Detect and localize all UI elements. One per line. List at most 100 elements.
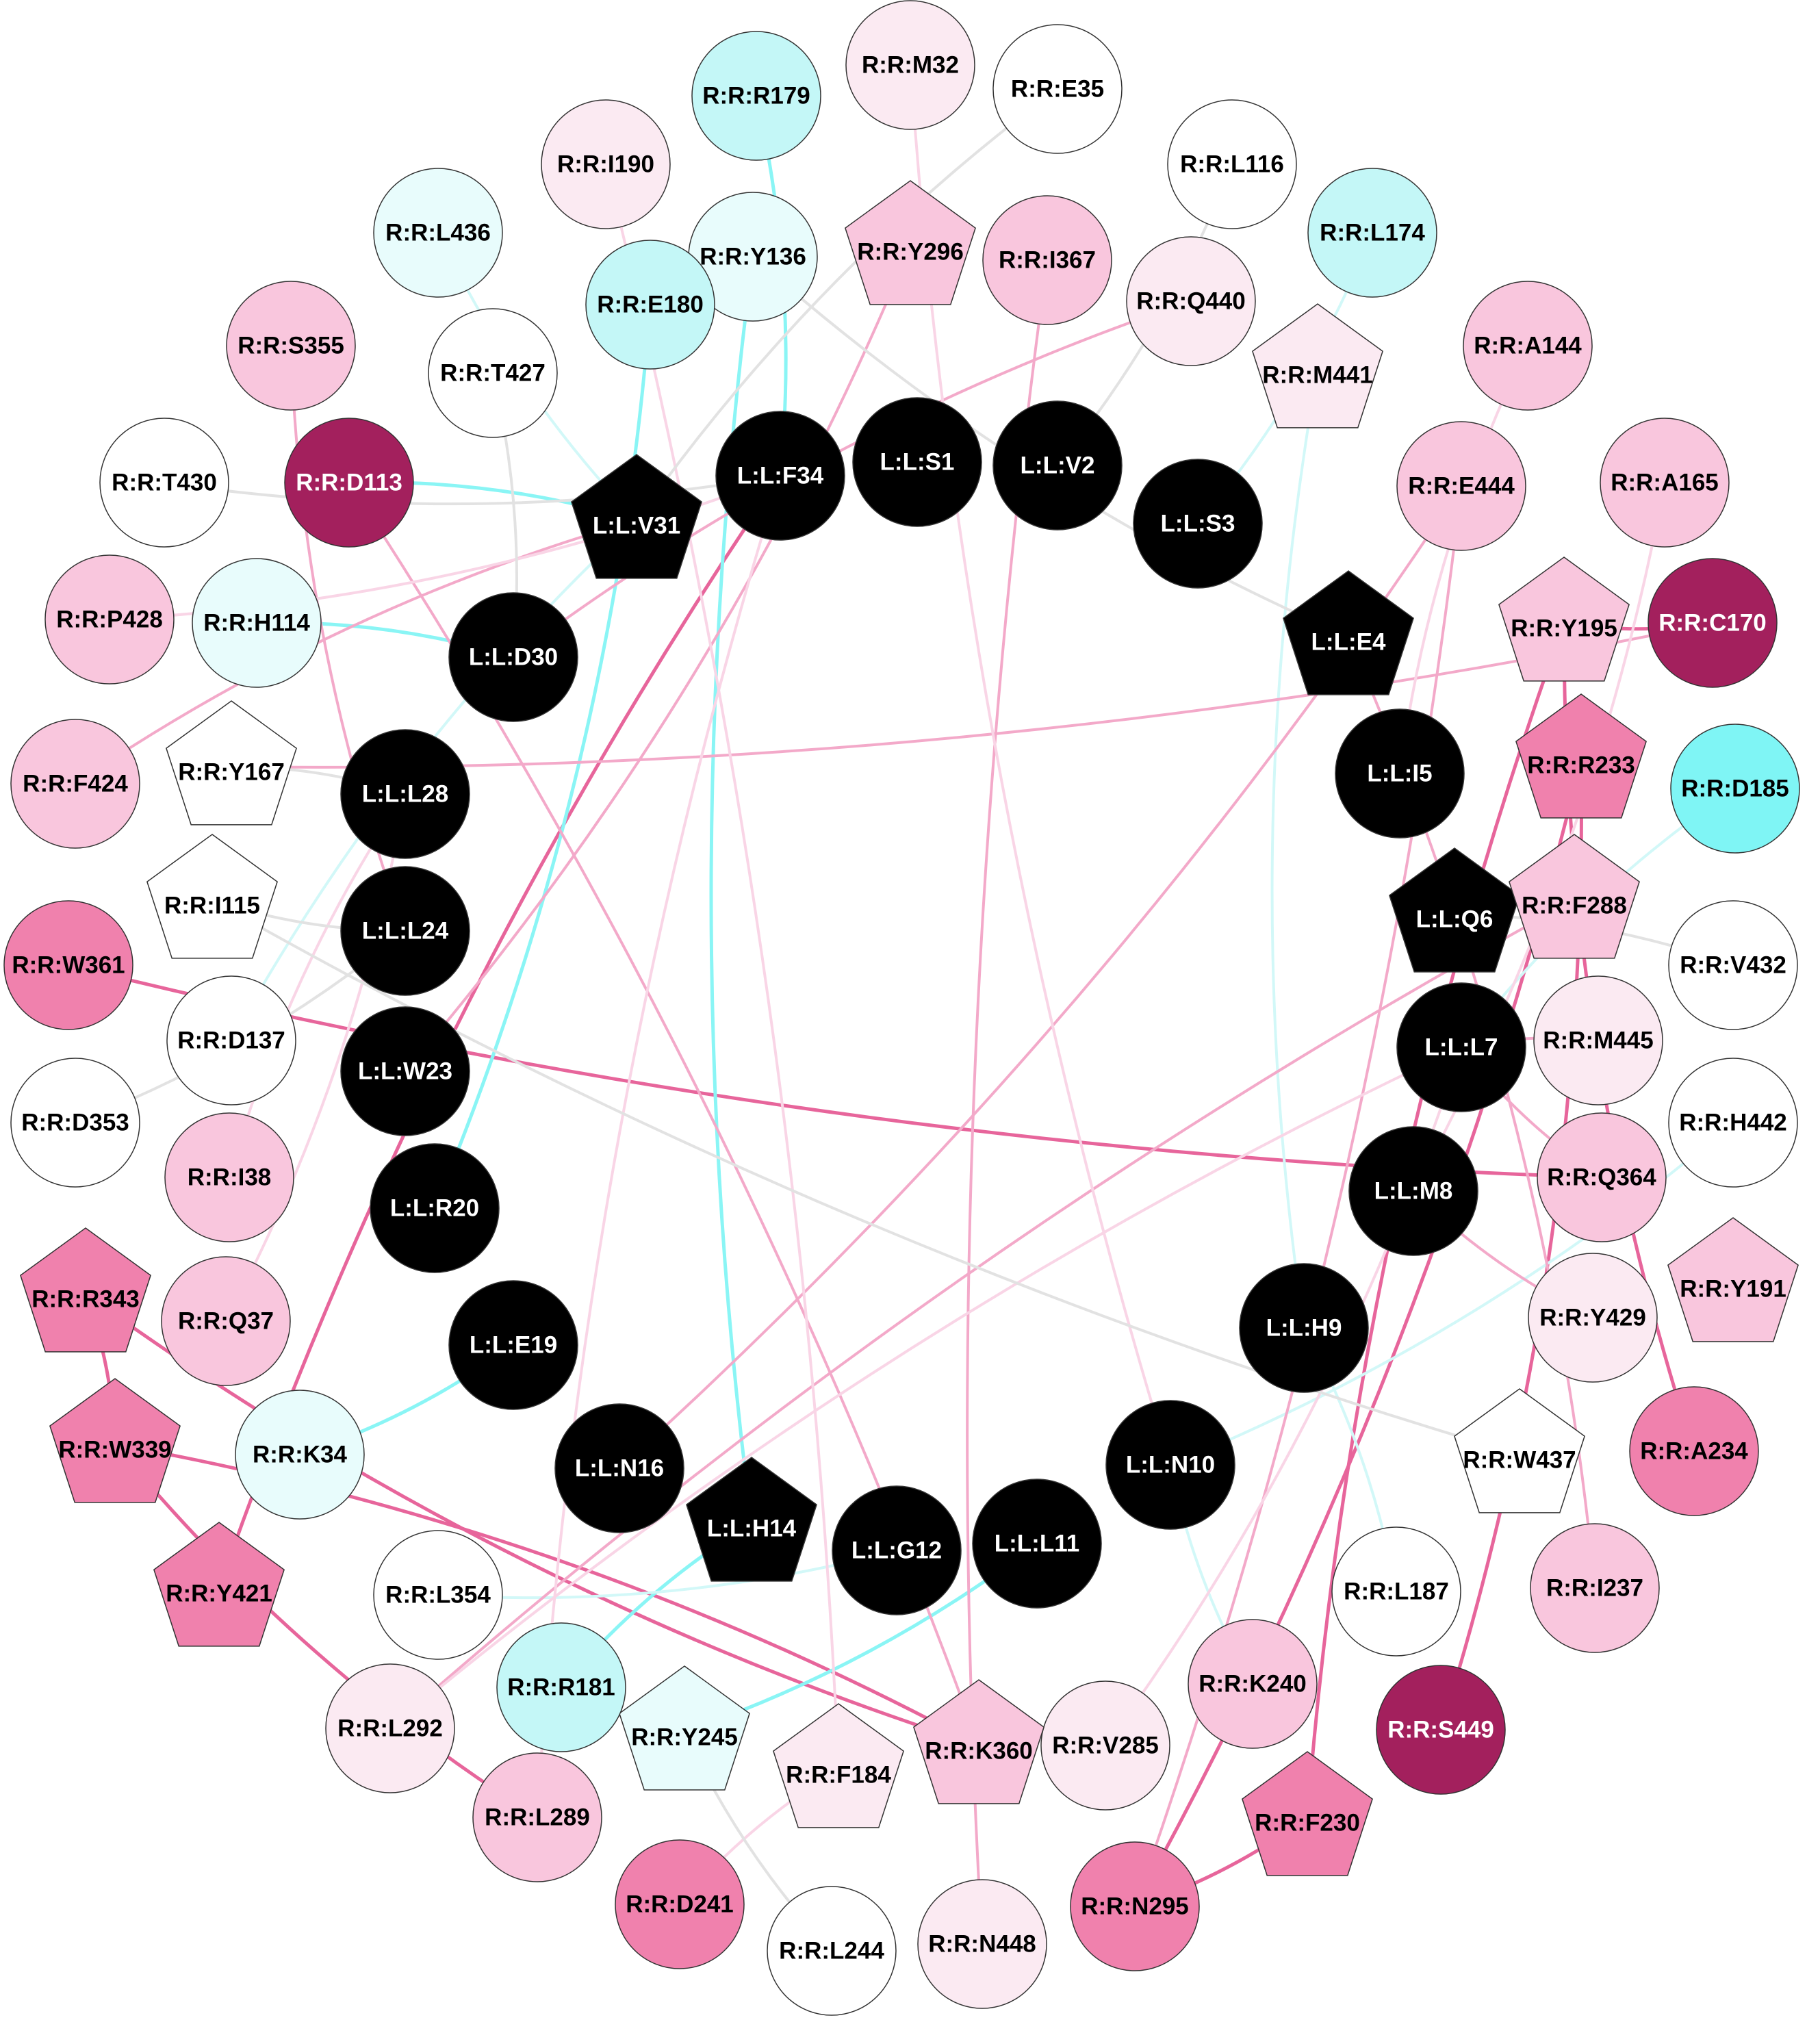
node-label: L:L:S1 [880, 449, 955, 476]
circle-shape [615, 1839, 745, 1969]
edge-m441-h9 [1270, 368, 1319, 1329]
node-a234: R:R:A234 [1629, 1386, 1759, 1516]
node-label: R:R:Y421 [166, 1581, 272, 1607]
circle-shape [1331, 1526, 1461, 1657]
circle-shape [472, 1752, 602, 1882]
circle-shape [1463, 281, 1593, 411]
node-h9: L:L:H9 [1239, 1263, 1369, 1393]
node-g12: L:L:G12 [832, 1485, 962, 1615]
node-label: R:R:Q440 [1136, 288, 1245, 315]
node-t430: R:R:T430 [99, 418, 229, 548]
circle-shape [1167, 99, 1297, 229]
node-label: R:R:H442 [1679, 1110, 1787, 1136]
circle-shape [448, 592, 578, 722]
node-f34: L:L:F34 [715, 411, 845, 541]
node-h14: L:L:H14 [686, 1457, 817, 1582]
node-y191: R:R:Y191 [1667, 1217, 1799, 1342]
node-y167: R:R:Y167 [166, 700, 297, 826]
node-label: R:R:D241 [626, 1891, 734, 1918]
node-label: R:R:R181 [507, 1674, 615, 1701]
node-label: R:R:F424 [23, 771, 128, 797]
circle-shape [496, 1622, 626, 1752]
node-label: R:R:L174 [1320, 220, 1425, 246]
node-d353: R:R:D353 [10, 1058, 140, 1188]
node-label: R:R:M441 [1262, 362, 1372, 389]
node-label: R:R:V432 [1680, 952, 1786, 979]
edge-t430-f34 [163, 474, 782, 506]
circle-shape [161, 1256, 291, 1386]
node-w361: R:R:W361 [3, 900, 133, 1030]
node-label: R:R:V285 [1052, 1732, 1159, 1759]
node-q364: R:R:Q364 [1537, 1112, 1667, 1242]
node-label: L:L:E4 [1311, 629, 1386, 656]
circle-shape [1307, 168, 1437, 298]
node-f288: R:R:F288 [1509, 834, 1640, 959]
node-label: R:R:Y136 [700, 244, 806, 270]
node-n16: L:L:N16 [554, 1403, 684, 1533]
node-i237: R:R:I237 [1530, 1523, 1660, 1653]
node-y245: R:R:Y245 [619, 1665, 750, 1791]
circle-shape [373, 1530, 503, 1660]
node-label: R:R:I38 [188, 1164, 272, 1191]
node-i115: R:R:I115 [146, 834, 278, 959]
node-i5: L:L:I5 [1335, 708, 1465, 839]
node-label: R:R:Q37 [178, 1308, 274, 1335]
edge-l354-g12 [437, 1549, 898, 1600]
node-e19: L:L:E19 [448, 1280, 578, 1410]
node-q37: R:R:Q37 [161, 1256, 291, 1386]
node-label: R:R:I190 [557, 151, 654, 178]
pentagon-shape [619, 1665, 750, 1791]
node-label: R:R:L244 [779, 1938, 884, 1965]
node-y421: R:R:Y421 [153, 1522, 285, 1647]
circle-shape [1105, 1400, 1235, 1530]
node-n295: R:R:N295 [1070, 1841, 1200, 1971]
edge-e180-r20 [433, 303, 652, 1210]
node-r233: R:R:R233 [1515, 693, 1647, 819]
node-label: R:R:C170 [1658, 610, 1767, 637]
node-label: L:L:Q6 [1416, 906, 1494, 933]
circle-shape [691, 31, 821, 161]
circle-shape [917, 1879, 1047, 2009]
circle-shape [554, 1403, 684, 1533]
circle-shape [715, 411, 845, 541]
circle-shape [1126, 236, 1256, 366]
circle-shape [982, 195, 1112, 325]
node-label: R:R:H114 [203, 610, 310, 637]
node-d241: R:R:D241 [615, 1839, 745, 1969]
node-i190: R:R:I190 [541, 99, 671, 229]
circle-shape [1668, 1058, 1798, 1188]
node-label: R:R:R343 [31, 1286, 140, 1313]
node-label: R:R:W339 [58, 1437, 171, 1463]
node-label: R:R:I115 [164, 893, 260, 919]
node-y136: R:R:Y136 [688, 192, 818, 322]
circle-shape [235, 1390, 365, 1520]
node-l174: R:R:L174 [1307, 168, 1437, 298]
node-a165: R:R:A165 [1600, 418, 1730, 548]
node-m32: R:R:M32 [845, 0, 975, 130]
node-l289: R:R:L289 [472, 1752, 602, 1882]
pentagon-shape [686, 1457, 817, 1582]
node-f230: R:R:F230 [1242, 1751, 1373, 1876]
node-label: R:R:E35 [1011, 76, 1104, 103]
node-label: R:R:S449 [1387, 1717, 1494, 1743]
node-v2: L:L:V2 [992, 400, 1123, 530]
node-r181: R:R:R181 [496, 1622, 626, 1752]
node-a144: R:R:A144 [1463, 281, 1593, 411]
circle-shape [44, 554, 175, 685]
node-label: L:L:H14 [707, 1516, 797, 1542]
node-h114: R:R:H114 [192, 558, 322, 688]
circle-shape [1600, 418, 1730, 548]
node-label: R:R:T427 [440, 360, 546, 387]
node-label: R:R:F288 [1522, 893, 1627, 919]
pentagon-shape [913, 1679, 1044, 1804]
node-n10: L:L:N10 [1105, 1400, 1235, 1530]
circle-shape [10, 1058, 140, 1188]
node-w339: R:R:W339 [49, 1378, 181, 1503]
pentagon-shape [146, 834, 278, 959]
node-label: R:R:D137 [177, 1027, 285, 1054]
circle-shape [370, 1143, 500, 1273]
edge-f288-l292 [389, 899, 1576, 1730]
node-label: R:R:I237 [1546, 1575, 1643, 1602]
circle-shape [541, 99, 671, 229]
